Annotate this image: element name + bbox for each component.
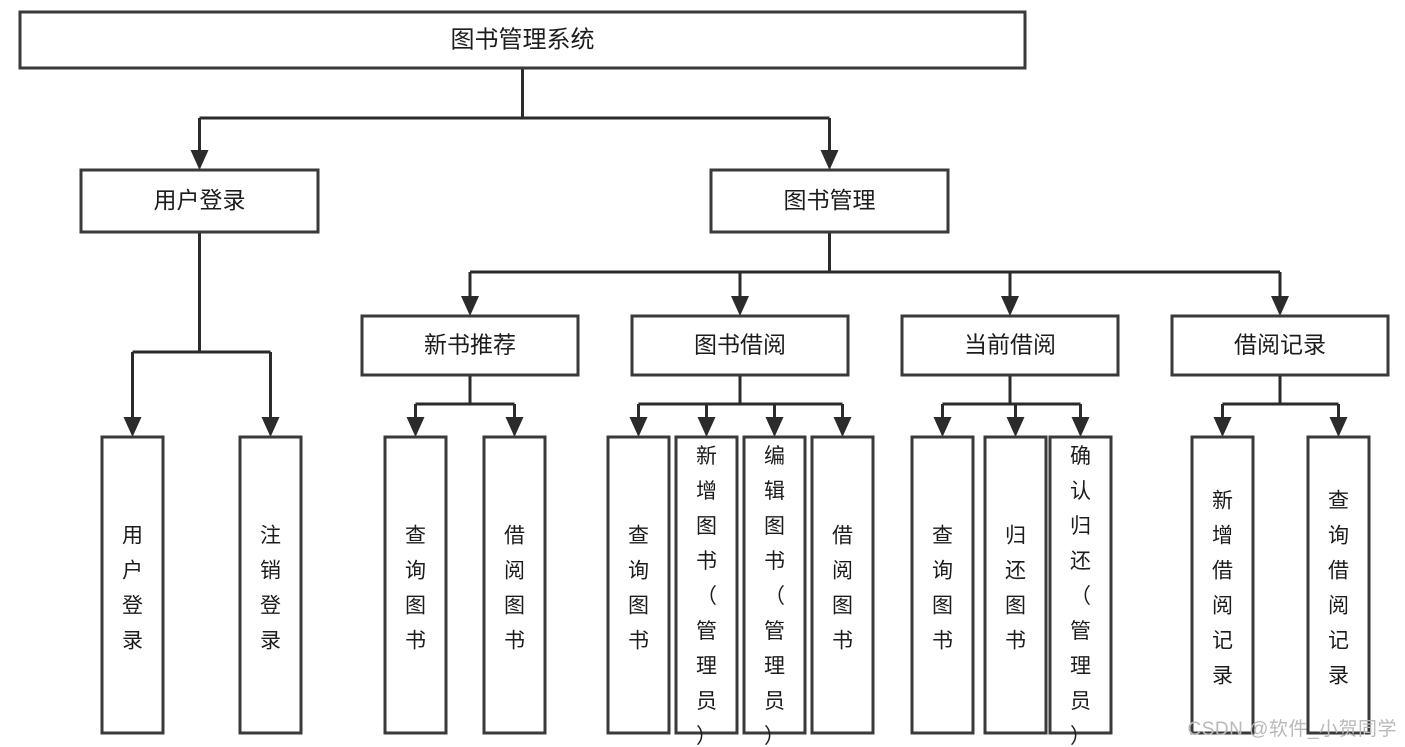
node-box-leaf-borrow-book: [810, 435, 875, 735]
node-label-user-login: 用户登录: [154, 187, 246, 213]
current-borrow-to-leaves-arrow-0: [933, 417, 952, 437]
node-box-borrow-record: [1170, 314, 1390, 377]
node-box-leaf-borrow-book-recommend: [482, 435, 547, 735]
node-current-borrow: 当前借阅: [900, 314, 1120, 377]
node-leaf-borrow-book-recommend: 借阅图书: [482, 435, 547, 735]
bookmgmt-to-l3-arrow-2: [1001, 296, 1019, 316]
node-label-leaf-return-book: 归还图书: [1005, 524, 1026, 652]
book-borrow-to-leaves-arrow-0: [629, 417, 648, 437]
book-borrow-to-leaves-arrow-2: [765, 417, 784, 437]
node-label-leaf-query-book-borrow: 查询图书: [628, 524, 649, 652]
node-label-borrow-record: 借阅记录: [1234, 332, 1326, 358]
node-leaf-add-book-admin: 新增图书（管理员）: [674, 435, 739, 747]
node-new-book-recommend: 新书推荐: [360, 314, 580, 377]
borrow-record-to-leaves-arrow-1: [1329, 417, 1348, 437]
node-box-leaf-user-login: [100, 435, 165, 735]
book-borrow-to-leaves-arrow-1: [697, 417, 716, 437]
borrow-record-to-leaves-arrow-0: [1213, 417, 1232, 437]
bookmgmt-to-l3-arrow-1: [731, 296, 749, 316]
node-label-leaf-add-borrow-record: 新增借阅记录: [1212, 489, 1233, 687]
node-book-borrow: 图书借阅: [630, 314, 850, 377]
node-label-book-borrow: 图书借阅: [694, 332, 786, 358]
connector-edges-layer: [123, 68, 1348, 437]
node-label-leaf-query-borrow-record: 查询借阅记录: [1328, 489, 1349, 687]
node-label-current-borrow: 当前借阅: [964, 332, 1056, 358]
node-leaf-return-book: 归还图书: [983, 435, 1048, 735]
node-root: 图书管理系统: [18, 10, 1027, 70]
node-label-leaf-confirm-return-admin: 确认归还（管理员）: [1070, 445, 1091, 747]
root-to-l2-arrow-1: [820, 150, 839, 170]
node-box-leaf-query-borrow-record: [1306, 435, 1371, 735]
node-label-leaf-borrow-book-recommend: 借阅图书: [504, 524, 525, 652]
node-box-leaf-add-borrow-record: [1190, 435, 1255, 735]
node-box-leaf-confirm-return-admin: [1048, 435, 1113, 735]
node-box-leaf-return-book: [983, 435, 1048, 735]
node-label-leaf-edit-book-admin: 编辑图书（管理员）: [764, 445, 785, 747]
node-leaf-borrow-book: 借阅图书: [810, 435, 875, 735]
node-box-root: [18, 10, 1027, 70]
node-label-leaf-add-book-admin: 新增图书（管理员）: [696, 445, 717, 747]
node-box-leaf-edit-book-admin: [742, 435, 807, 735]
node-leaf-user-login: 用户登录: [100, 435, 165, 735]
node-leaf-query-book-borrow: 查询图书: [606, 435, 671, 735]
node-label-leaf-logout: 注销登录: [260, 524, 281, 652]
bookmgmt-to-l3-arrow-0: [461, 296, 479, 316]
node-leaf-logout: 注销登录: [238, 435, 303, 735]
node-leaf-query-book-current: 查询图书: [910, 435, 975, 735]
node-box-leaf-add-book-admin: [674, 435, 739, 735]
node-box-book-management: [709, 168, 950, 234]
node-leaf-confirm-return-admin: 确认归还（管理员）: [1048, 435, 1113, 747]
current-borrow-to-leaves-arrow-2: [1071, 417, 1090, 437]
node-label-leaf-borrow-book: 借阅图书: [832, 524, 853, 652]
node-box-leaf-query-book-borrow: [606, 435, 671, 735]
node-user-login: 用户登录: [79, 168, 320, 234]
node-label-leaf-query-book-recommend: 查询图书: [405, 524, 426, 652]
node-leaf-query-borrow-record: 查询借阅记录: [1306, 435, 1371, 735]
userlogin-to-leaves-arrow-0: [123, 417, 142, 437]
node-box-book-borrow: [630, 314, 850, 377]
book-borrow-to-leaves-arrow-3: [833, 417, 852, 437]
node-box-new-book-recommend: [360, 314, 580, 377]
userlogin-to-leaves-arrow-1: [261, 417, 280, 437]
node-leaf-query-book-recommend: 查询图书: [383, 435, 448, 735]
node-label-leaf-user-login: 用户登录: [122, 524, 143, 652]
node-box-leaf-query-book-recommend: [383, 435, 448, 735]
node-box-leaf-query-book-current: [910, 435, 975, 735]
new-book-recommend-to-leaves-arrow-0: [406, 417, 425, 437]
node-leaf-edit-book-admin: 编辑图书（管理员）: [742, 435, 807, 747]
node-box-user-login: [79, 168, 320, 234]
node-label-new-book-recommend: 新书推荐: [424, 332, 516, 358]
root-to-l2-arrow-0: [190, 150, 209, 170]
node-label-book-management: 图书管理: [784, 187, 876, 213]
node-leaf-add-borrow-record: 新增借阅记录: [1190, 435, 1255, 735]
bookmgmt-to-l3-arrow-3: [1271, 296, 1289, 316]
node-box-leaf-logout: [238, 435, 303, 735]
node-label-leaf-query-book-current: 查询图书: [932, 524, 953, 652]
new-book-recommend-to-leaves-arrow-1: [505, 417, 524, 437]
node-box-current-borrow: [900, 314, 1120, 377]
current-borrow-to-leaves-arrow-1: [1006, 417, 1025, 437]
node-book-management: 图书管理: [709, 168, 950, 234]
node-label-root: 图书管理系统: [451, 26, 595, 53]
node-borrow-record: 借阅记录: [1170, 314, 1390, 377]
nodes-layer: 图书管理系统用户登录图书管理新书推荐图书借阅当前借阅借阅记录用户登录注销登录查询…: [18, 10, 1390, 747]
